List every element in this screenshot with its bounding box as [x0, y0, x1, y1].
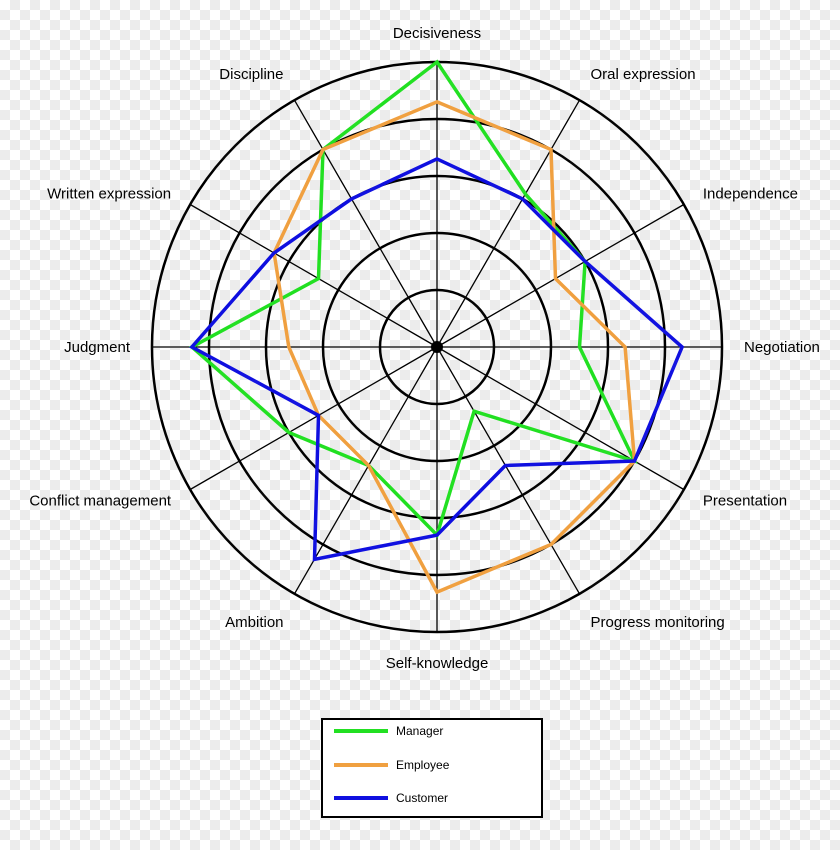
legend-label-manager: Manager: [396, 724, 443, 738]
legend-box: [321, 718, 543, 818]
axis-label-presentation: Presentation: [703, 493, 787, 510]
chart-series-layer: [188, 59, 685, 595]
axis-label-oral-expression: Oral expression: [591, 66, 696, 83]
legend-label-customer: Customer: [396, 791, 448, 805]
center-dot: [431, 341, 443, 353]
axis-spoke: [436, 346, 685, 491]
axis-label-negotiation: Negotiation: [744, 339, 820, 356]
axis-label-conflict-management: Conflict management: [29, 493, 172, 510]
axis-label-self-knowledge: Self-knowledge: [386, 655, 489, 672]
axis-label-decisiveness: Decisiveness: [393, 25, 481, 42]
axis-spoke: [189, 346, 438, 491]
axis-spoke: [436, 99, 581, 348]
series-customer: [189, 156, 685, 562]
axis-label-written-expression: Written expression: [47, 186, 171, 203]
chart-spokes: [152, 62, 722, 632]
axis-label-independence: Independence: [703, 186, 798, 203]
axis-spoke: [436, 346, 581, 595]
legend-label-employee: Employee: [396, 758, 450, 772]
chart-legend: Manager Employee Customer: [321, 718, 543, 818]
axis-spoke: [436, 203, 685, 348]
axis-spoke: [189, 203, 438, 348]
axis-label-ambition: Ambition: [225, 614, 283, 631]
axis-label-progress-monitoring: Progress monitoring: [591, 614, 725, 631]
axis-label-judgment: Judgment: [64, 339, 131, 356]
axis-spoke: [293, 99, 438, 348]
axis-spoke: [293, 346, 438, 595]
axis-label-discipline: Discipline: [219, 66, 283, 83]
